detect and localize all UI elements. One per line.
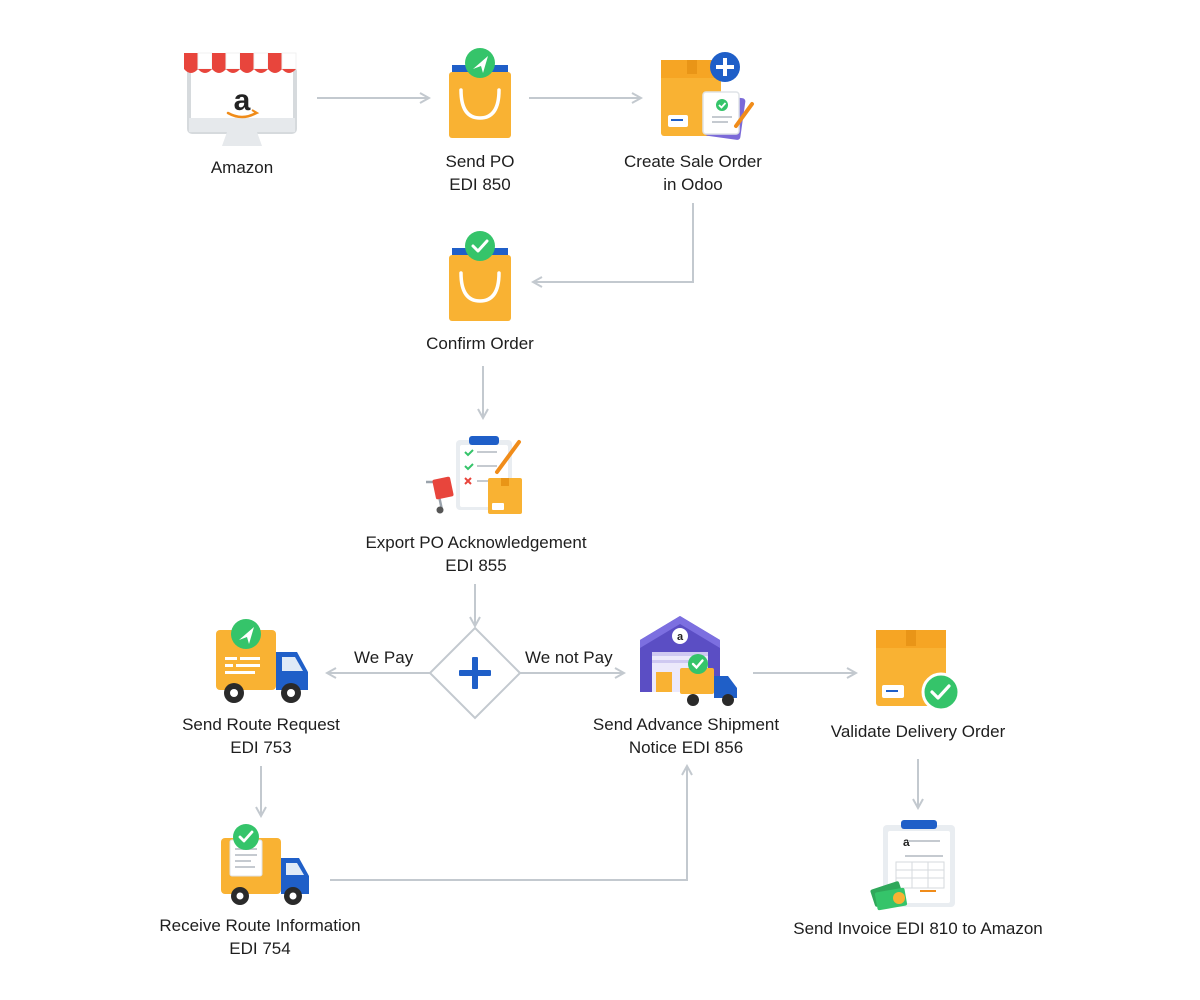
validate-delivery-label: Validate Delivery Order [830,722,1006,741]
send-po-label-line1: Send PO [445,152,515,171]
shopping-bag-check-icon [449,231,511,321]
send-po-label-line2: EDI 850 [449,175,511,194]
send-asn-label-line1: Send Advance Shipment [592,715,780,734]
gateway-diamond [428,626,522,720]
node-label-receive-route-info: Receive Route Information EDI 754 [130,914,390,960]
invoice-clipboard-icon: a [870,820,955,911]
delivery-truck-receive-icon [221,824,309,905]
warehouse-shipment-icon: a [640,616,737,706]
node-label-confirm-order: Confirm Order [400,332,560,355]
node-label-validate-delivery: Validate Delivery Order [803,720,1033,743]
box-add-document-icon [661,52,754,140]
svg-text:a: a [903,835,910,849]
edge-label-we-not-pay: We not Pay [525,648,613,667]
clipboard-checklist-icon [426,436,522,514]
export-po-ack-label-line1: Export PO Acknowledgement [365,533,587,552]
confirm-order-label: Confirm Order [426,334,534,353]
receive-route-info-label-line2: EDI 754 [229,939,291,958]
send-asn-label-line2: Notice EDI 856 [628,738,744,757]
connector-route-info-to-asn [330,766,687,881]
node-label-send-po: Send PO EDI 850 [410,150,550,196]
svg-text:a: a [677,631,684,643]
create-sale-order-label-line2: in Odoo [663,175,723,194]
send-route-request-label-line2: EDI 753 [230,738,292,757]
node-label-export-po-ack: Export PO Acknowledgement EDI 855 [336,531,616,577]
node-label-send-invoice: Send Invoice EDI 810 to Amazon [768,917,1068,940]
node-label-create-sale-order: Create Sale Order in Odoo [603,150,783,196]
node-label-send-asn: Send Advance Shipment Notice EDI 856 [566,713,806,759]
send-route-request-label-line1: Send Route Request [182,715,340,734]
connector-create-sale-order-to-confirm-order [533,203,694,282]
node-label-amazon: Amazon [182,156,302,179]
amazon-store-icon: a [184,52,297,146]
amazon-logo-letter: a [234,84,251,117]
receive-route-info-label-line1: Receive Route Information [159,916,361,935]
shopping-bag-send-icon [449,48,511,138]
amazon-label: Amazon [210,158,274,177]
send-invoice-label: Send Invoice EDI 810 to Amazon [793,919,1043,938]
create-sale-order-label-line1: Create Sale Order [624,152,762,171]
export-po-ack-label-line2: EDI 855 [445,556,507,575]
node-label-send-route-request: Send Route Request EDI 753 [151,713,371,759]
edge-label-we-pay: We Pay [354,648,414,667]
connectors [261,98,918,881]
package-check-icon [876,630,961,712]
delivery-truck-send-icon [216,619,308,703]
